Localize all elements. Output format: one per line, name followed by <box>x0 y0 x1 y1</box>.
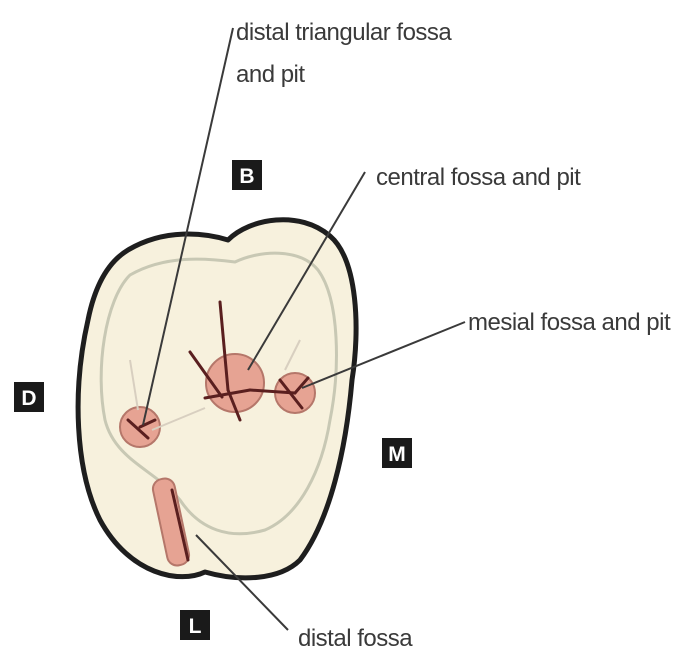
badge-distal: D <box>14 382 44 412</box>
svg-text:B: B <box>239 165 254 188</box>
label-distal-triangular-fossa: distal triangular fossa <box>236 19 452 46</box>
svg-text:L: L <box>189 615 202 638</box>
svg-text:D: D <box>21 387 36 410</box>
label-distal-triangular-fossa-cont: and pit <box>236 61 305 88</box>
svg-text:M: M <box>388 443 406 466</box>
label-mesial-fossa: mesial fossa and pit <box>468 309 671 336</box>
label-central-fossa: central fossa and pit <box>376 164 581 191</box>
central-fossa <box>206 354 264 412</box>
badge-lingual: L <box>180 610 210 640</box>
label-distal-fossa: distal fossa <box>298 625 413 650</box>
badge-buccal: B <box>232 160 262 190</box>
badge-mesial: M <box>382 438 412 468</box>
